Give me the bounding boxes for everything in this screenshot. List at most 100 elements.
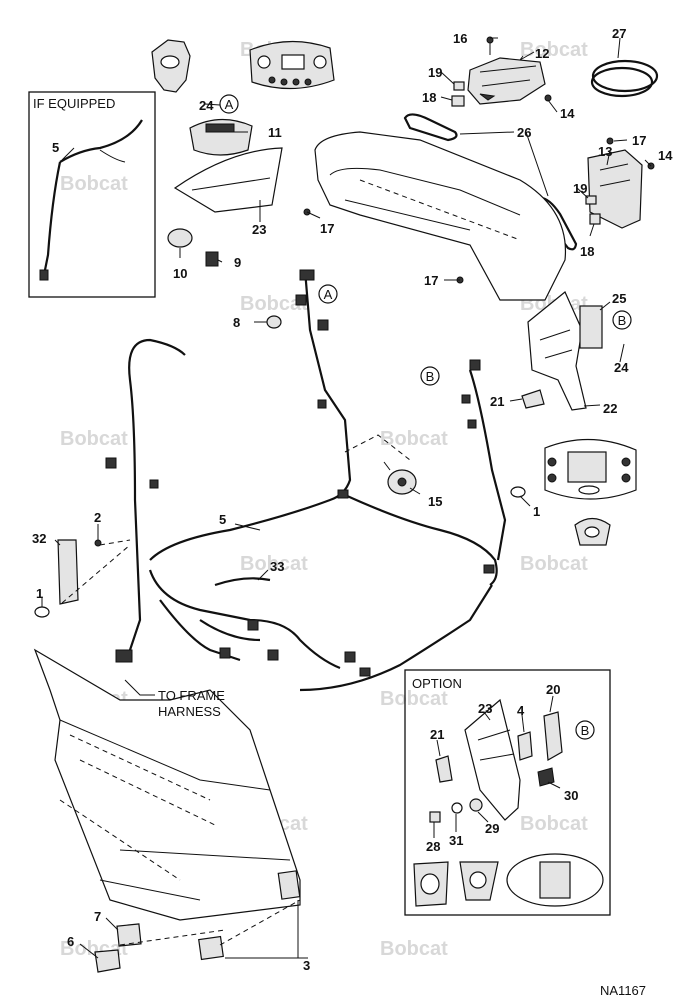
callout-16: 16 [453,31,467,46]
callout-1: 1 [36,586,43,601]
cab-frame [33,648,301,921]
ref-marker-b: B [426,369,435,384]
callout-4: 4 [517,703,525,718]
keypad-part [574,517,611,546]
callout-9: 9 [234,255,241,270]
callout-14: 14 [560,106,575,121]
callout-6: 6 [67,934,74,949]
option-box [404,669,611,916]
harness-connectors [105,269,495,677]
callout-24: 24 [199,98,214,113]
callout-14: 14 [658,148,673,163]
callout-19: 19 [428,65,442,80]
item-22-bracket [527,291,587,411]
option-item-28 [429,811,441,823]
callout-22: 22 [603,401,617,416]
instrument-panel-part [249,40,335,90]
callout-31: 31 [449,833,463,848]
callout-33: 33 [270,559,284,574]
callout-17: 17 [320,221,334,236]
watermark: Bobcat [520,553,588,575]
item-10-plug [167,228,193,248]
callout-27: 27 [612,26,626,41]
callout-11: 11 [268,125,282,140]
callout-29: 29 [485,821,499,836]
watermark: Bobcat [520,813,588,835]
callout-23: 23 [478,701,492,716]
callout-13: 13 [598,144,612,159]
callout-26: 26 [517,125,531,140]
watermark: Bobcat [60,428,128,450]
main-harness [128,269,507,692]
item-25-module [579,305,603,349]
watermark: Bobcat [520,39,588,61]
item-1-clip [34,606,50,618]
bezel-part [151,39,191,93]
item-27-cable [590,59,659,98]
item-6-bracket [94,949,121,973]
to-frame-harness-label-line2: HARNESS [158,704,221,719]
callout-23: 23 [252,222,266,237]
callout-18: 18 [580,244,594,259]
item-1-clip [510,486,526,498]
ref-marker-b: B [618,313,627,328]
item-32-relay [57,539,79,605]
callout-25: 25 [612,291,626,306]
item-23-console [173,147,283,213]
callout-5: 5 [219,512,226,527]
option-item-31 [451,802,463,814]
drawing-id: NA1167 [600,983,646,998]
callout-17: 17 [424,273,438,288]
watermark: Bobcat [380,938,448,960]
item-3-plates [198,870,301,961]
if-equipped-box [28,91,156,298]
ref-markers: A A B B B [219,94,632,740]
callout-7: 7 [94,909,101,924]
watermark: Bobcat [380,688,448,710]
screw-17 [606,137,614,145]
callout-19: 19 [573,181,587,196]
ref-marker-a: A [225,97,234,112]
callout-24: 24 [614,360,629,375]
item-11-switch-panel [189,118,253,156]
option-console [464,698,521,821]
callout-2: 2 [94,510,101,525]
screw-14 [544,94,552,102]
option-item-29 [469,798,483,812]
callout-28: 28 [426,839,440,854]
headliner-shell [314,131,567,301]
item-13-light [585,149,643,229]
connector-18 [451,95,465,107]
option-panels [413,853,604,907]
ref-marker-a: A [324,287,333,302]
callout-32: 32 [32,531,46,546]
watermark: Bobcat [60,173,128,195]
callout-21: 21 [490,394,504,409]
callout-18: 18 [422,90,436,105]
callout-1: 1 [533,504,540,519]
callout-3: 3 [303,958,310,973]
item-12-housing [467,57,546,105]
callout-8: 8 [233,315,240,330]
watermark: Bobcat [380,428,448,450]
ref-marker-b: B [581,723,590,738]
item-7-bracket [116,923,142,947]
option-item-20 [543,711,563,761]
callout-numbers: 16 12 27 19 18 14 26 17 13 14 19 18 24 1… [32,26,673,973]
callout-30: 30 [564,788,578,803]
connector-19 [453,81,465,91]
callout-20: 20 [546,682,560,697]
item-8-grommet [266,315,282,329]
option-label: OPTION [412,676,462,691]
watermark: Bobcat [240,293,308,315]
callout-10: 10 [173,266,187,281]
option-item-4 [517,731,533,761]
item-21-switch [521,389,545,409]
display-unit [544,438,637,500]
option-item-21 [435,755,453,783]
watermark: Bobcat [240,553,308,575]
if-equipped-label: IF EQUIPPED [33,96,115,111]
leader-lines [41,37,652,959]
callout-5: 5 [52,140,59,155]
